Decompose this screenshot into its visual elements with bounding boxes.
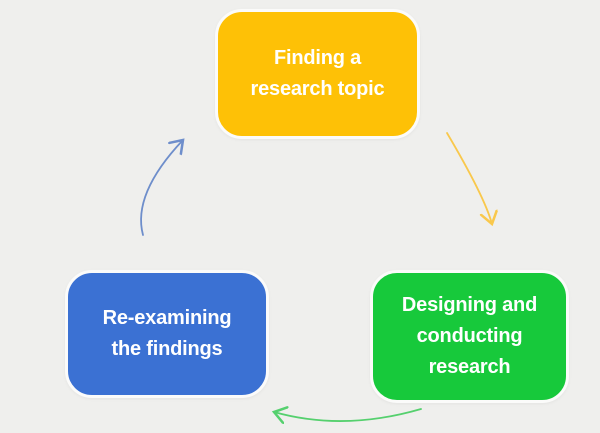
node-designing-conducting-research[interactable]: Designing and conducting research: [370, 270, 569, 403]
node-reexamining-findings[interactable]: Re-examining the findings: [65, 270, 269, 398]
node-label-line: conducting: [416, 325, 523, 347]
node-label: Finding a research topic: [251, 43, 385, 105]
node-finding-research-topic[interactable]: Finding a research topic: [215, 9, 420, 139]
arrow-finding-to-designing-icon: [446, 132, 492, 224]
arrow-reexamining-to-finding-icon: [140, 140, 183, 236]
node-label-line: Designing and: [401, 294, 538, 316]
node-label: Re-examining the findings: [103, 303, 232, 365]
node-label-line: research topic: [250, 78, 385, 100]
node-label-line: Finding a: [273, 47, 362, 69]
node-label: Designing and conducting research: [402, 290, 537, 383]
node-label-line: research: [428, 356, 511, 378]
arrow-designing-to-reexamining-icon: [274, 409, 422, 421]
node-label-line: the findings: [111, 338, 223, 360]
node-label-line: Re-examining: [102, 307, 232, 329]
